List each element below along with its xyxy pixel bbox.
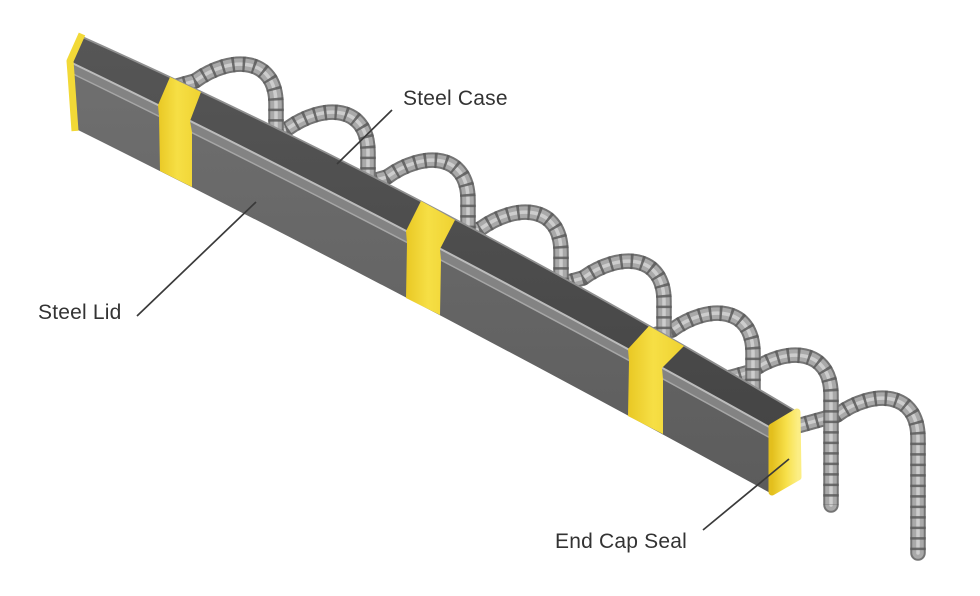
- leader-steel-case: [336, 109, 393, 165]
- seal-band: [628, 326, 684, 434]
- label-steel-lid: Steel Lid: [38, 301, 122, 324]
- rebar-hook: [400, 204, 569, 343]
- seal-band: [406, 201, 455, 315]
- rebar-hook: [592, 305, 761, 444]
- rebar-hi: [213, 110, 370, 235]
- rebar-hi: [313, 158, 470, 288]
- seal-band: [158, 77, 201, 187]
- rebar-hi: [509, 259, 666, 391]
- rebar-hi: [121, 62, 278, 187]
- rebar-hook: [207, 104, 376, 241]
- leader-steel-lid: [136, 201, 257, 317]
- end-cap-seal-face: [768, 408, 802, 496]
- end-cap-left: [66, 32, 86, 132]
- rebar-hook: [757, 390, 926, 561]
- label-steel-case: Steel Case: [403, 87, 508, 110]
- leader-lines-group: [136, 109, 790, 531]
- rebar-hook: [503, 253, 672, 397]
- lid-edge-stripe: [70, 62, 772, 439]
- rebar-hook: [115, 56, 284, 193]
- rebar-hook: [307, 152, 476, 294]
- seal-bands-group: [158, 77, 684, 434]
- rebar-hi: [406, 210, 563, 337]
- leader-end-cap-seal: [702, 458, 790, 531]
- label-end-cap-seal: End Cap Seal: [555, 530, 687, 553]
- rebar-hooks-group: [115, 56, 926, 561]
- rebar-hi: [763, 396, 920, 555]
- rebar-hi: [598, 311, 755, 438]
